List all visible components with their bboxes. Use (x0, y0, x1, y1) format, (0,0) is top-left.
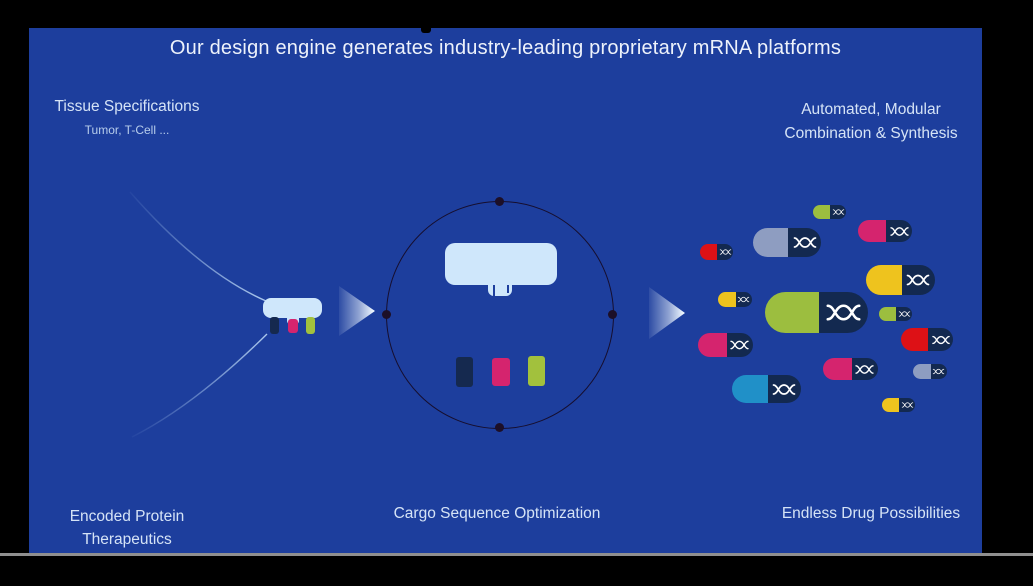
dna-helix-icon (933, 368, 945, 375)
drug-capsule (765, 292, 868, 333)
capsule-shell (830, 205, 846, 219)
capsule-shell (788, 228, 821, 257)
drug-capsule (732, 375, 801, 403)
capsule-body (823, 358, 852, 380)
dna-helix-icon (826, 304, 861, 321)
dna-helix-icon (931, 335, 950, 344)
slide-canvas: Our design engine generates industry-lea… (29, 28, 982, 553)
capsule-body (765, 292, 819, 333)
capsule-shell (767, 375, 801, 403)
capsule-body (753, 228, 789, 257)
drug-capsule (901, 328, 953, 351)
circle-dot-right (607, 309, 617, 319)
dna-helix-icon (907, 274, 930, 286)
capsule-shell (726, 333, 753, 357)
input-curve-bottom (131, 333, 268, 438)
capsule-shell (717, 244, 733, 260)
cargo-bar (306, 317, 315, 334)
machine-icon (445, 243, 557, 285)
input-curve-top (129, 191, 267, 302)
dna-helix-icon (901, 402, 913, 408)
circle-dot-bottom (494, 422, 504, 432)
tissue-specifications-header: Tissue Specifications (54, 98, 200, 115)
cargo-bar (528, 356, 545, 386)
drug-capsule (718, 292, 752, 307)
drug-capsule (858, 220, 912, 242)
machine-tab-cut (493, 285, 495, 296)
capsule-shell (735, 292, 752, 307)
machine-tab-cut (507, 285, 509, 293)
input-curves (129, 191, 268, 438)
capsule-body (700, 244, 718, 260)
drug-capsule (913, 364, 947, 379)
dna-helix-icon (889, 226, 909, 236)
capsule-body (913, 364, 931, 379)
capsule-shell (818, 292, 868, 333)
capsule-shell (899, 398, 915, 412)
capsule-shell (930, 364, 947, 379)
top-edge-notch (421, 28, 431, 33)
dna-helix-icon (832, 209, 844, 215)
capsule-body (698, 333, 727, 357)
drug-capsule (813, 205, 846, 219)
capsule-body (813, 205, 831, 219)
drug-capsule (698, 333, 753, 357)
dna-helix-icon (855, 364, 874, 374)
cargo-sequence-label: Cargo Sequence Optimization (393, 505, 601, 522)
drug-capsule (753, 228, 821, 257)
dna-helix-icon (773, 383, 796, 395)
capsule-body (732, 375, 768, 403)
circle-dot-left (381, 309, 391, 319)
capsule-body (879, 307, 897, 321)
capsule-shell (901, 265, 935, 295)
dna-helix-icon (898, 311, 910, 317)
drug-capsule (882, 398, 915, 412)
tissue-specifications-sub: Tumor, T-Cell ... (84, 123, 170, 137)
optimization-circle (386, 201, 614, 429)
dna-helix-icon (730, 340, 749, 350)
capsule-shell (851, 358, 878, 380)
drug-capsule (879, 307, 912, 321)
capsule-body (718, 292, 736, 307)
dna-helix-icon (738, 296, 750, 303)
input-machine-icon (263, 298, 322, 318)
cargo-bar (492, 358, 510, 386)
bottom-divider-line (0, 553, 1033, 556)
capsule-body (882, 398, 900, 412)
capsule-shell (928, 328, 953, 351)
dna-helix-icon (793, 237, 817, 248)
drug-capsule (866, 265, 935, 295)
drug-capsule (700, 244, 733, 260)
capsule-body (866, 265, 902, 295)
encoded-protein-label: Encoded Protein Therapeutics (69, 508, 185, 548)
dna-helix-icon (719, 249, 731, 255)
capsule-body (858, 220, 887, 242)
cargo-bar (288, 319, 298, 333)
capsule-shell (886, 220, 912, 242)
automated-modular-label: Automated, Modular Combination & Synthes… (784, 101, 958, 142)
cargo-bar (456, 357, 473, 387)
drug-capsule (823, 358, 878, 380)
slide-title: Our design engine generates industry-lea… (169, 37, 842, 59)
circle-dot-top (494, 196, 504, 206)
capsule-body (901, 328, 929, 351)
cargo-bar (270, 317, 279, 334)
tissue-specifications-block: Tissue Specifications Tumor, T-Cell ... (47, 98, 207, 137)
capsule-shell (896, 307, 912, 321)
endless-drug-label: Endless Drug Possibilities (781, 505, 961, 522)
